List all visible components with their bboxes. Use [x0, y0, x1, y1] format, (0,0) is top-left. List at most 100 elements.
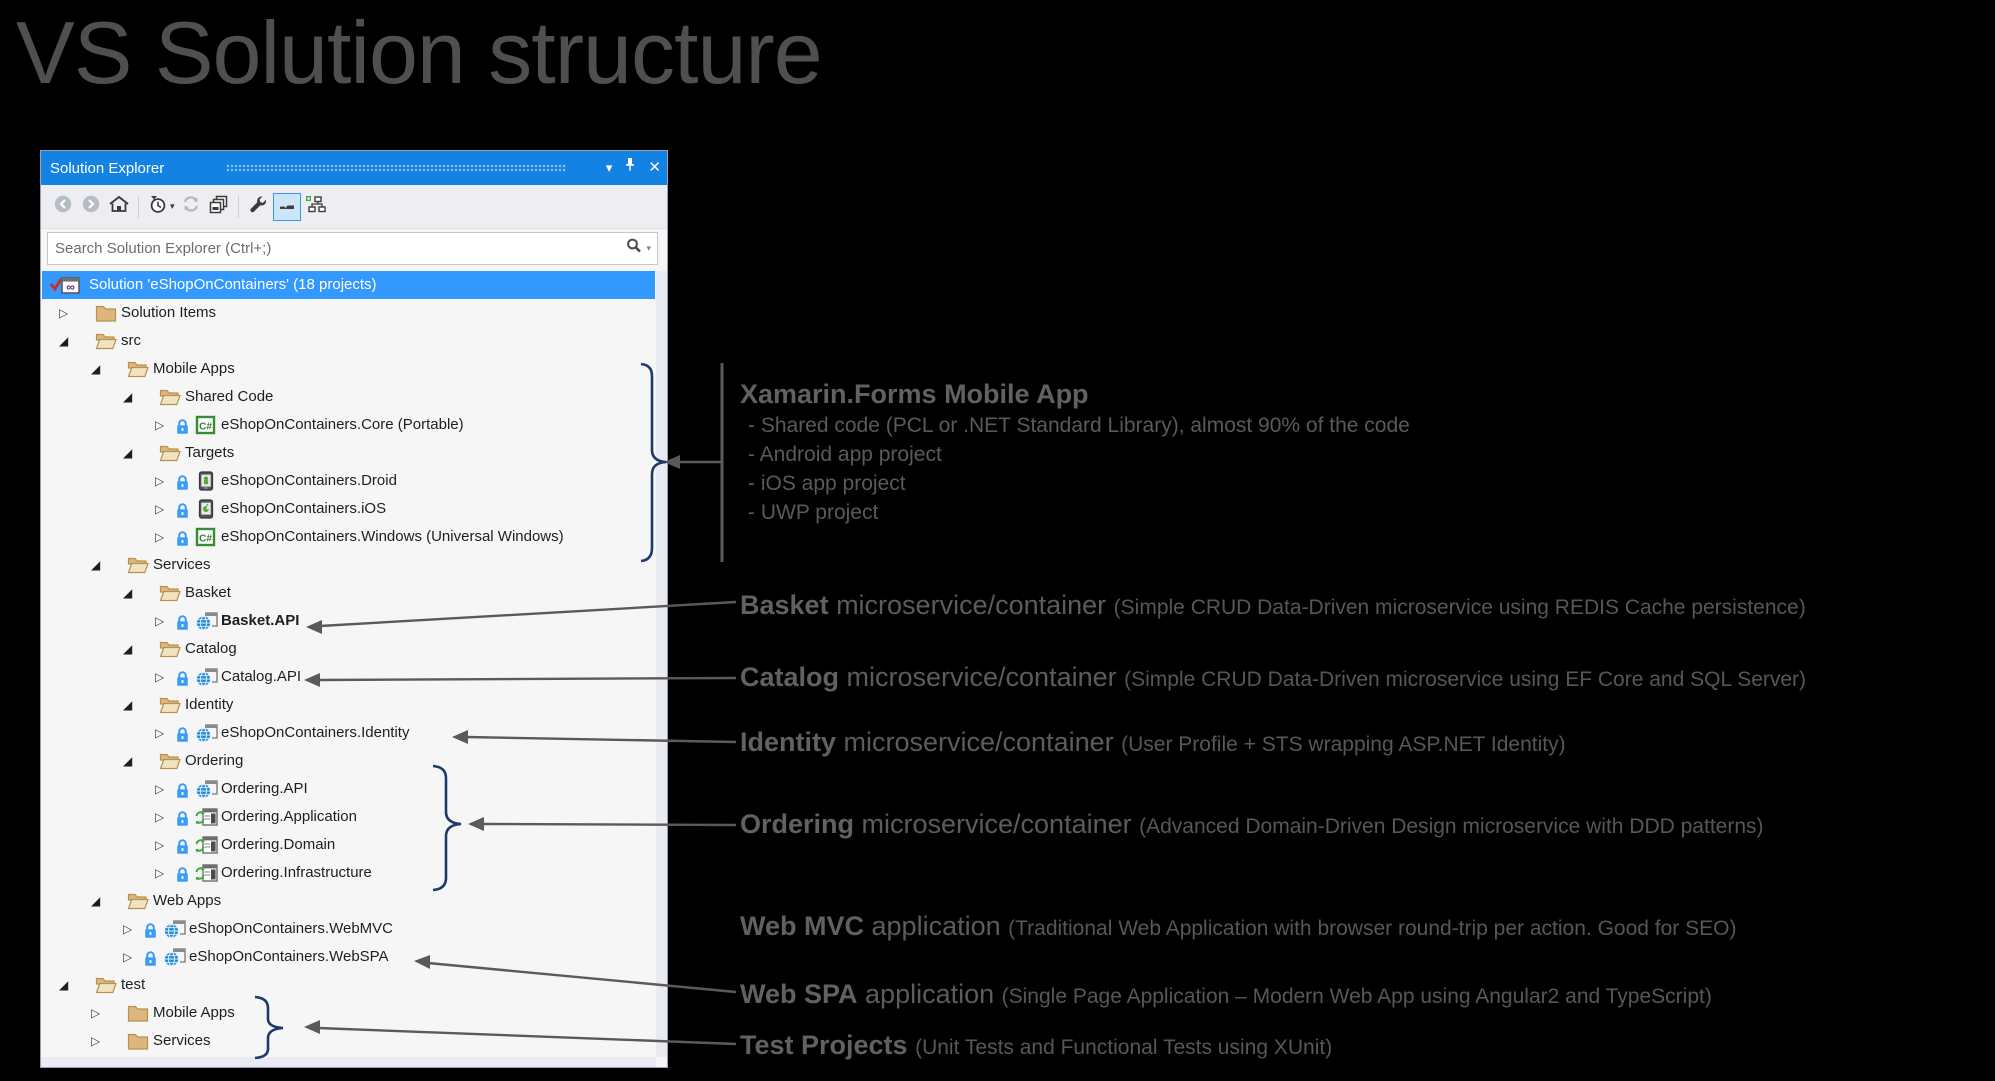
tree-item-eshoponcontainers-core-portable[interactable]: ▷C#eShopOnContainers.Core (Portable): [42, 411, 655, 439]
expander-expanded-icon[interactable]: ◢: [123, 754, 133, 768]
expander-collapsed-icon[interactable]: ▷: [155, 530, 165, 544]
close-icon[interactable]: ✕: [648, 159, 661, 176]
expander-expanded-icon[interactable]: ◢: [91, 362, 101, 376]
tree-item-shared-code[interactable]: ◢Shared Code: [42, 383, 655, 411]
expander-expanded-icon[interactable]: ◢: [123, 642, 133, 656]
panel-toolbar: ▾: [41, 185, 667, 229]
web-project-icon: [163, 947, 186, 967]
expander-collapsed-icon[interactable]: ▷: [123, 950, 133, 964]
tree-item-services[interactable]: ◢ Services: [42, 551, 655, 579]
expander-collapsed-icon[interactable]: ▷: [91, 1034, 101, 1048]
collapse-all-button[interactable]: [206, 194, 232, 220]
callout-small-text: (Single Page Application – Modern Web Ap…: [1001, 985, 1712, 1008]
annotation-xamarin-heading: Xamarin.Forms Mobile App: [740, 379, 1089, 409]
preview-selected-items-button[interactable]: [272, 192, 301, 221]
back-button[interactable]: [50, 194, 76, 220]
expander-collapsed-icon[interactable]: ▷: [91, 1006, 101, 1020]
expander-expanded-icon[interactable]: ◢: [59, 978, 69, 992]
callout-bold-text: Identity: [740, 727, 837, 757]
preview-selected-items-icon: [277, 194, 297, 219]
expander-collapsed-icon[interactable]: ▷: [155, 726, 165, 740]
pin-icon[interactable]: [624, 151, 636, 185]
expander-collapsed-icon[interactable]: ▷: [155, 670, 165, 684]
web-project-icon: [195, 723, 218, 743]
switch-views-caret-icon[interactable]: ▾: [170, 201, 175, 211]
expander-collapsed-icon[interactable]: ▷: [155, 782, 165, 796]
expander-collapsed-icon[interactable]: ▷: [59, 306, 69, 320]
tree-item-eshoponcontainers-ios[interactable]: ▷eShopOnContainers.iOS: [42, 495, 655, 523]
horizontal-scrollbar[interactable]: [41, 1057, 656, 1067]
panel-titlebar[interactable]: Solution Explorer ▾ ✕: [41, 151, 667, 185]
tree-item-ordering[interactable]: ◢ Ordering: [42, 747, 655, 775]
ios-project-icon: [195, 499, 217, 519]
window-position-caret-icon[interactable]: ▾: [605, 160, 613, 175]
tree-item-eshoponcontainers-webmvc[interactable]: ▷eShopOnContainers.WebMVC: [42, 915, 655, 943]
tree-item-targets[interactable]: ◢ Targets: [42, 439, 655, 467]
tree-item-src[interactable]: ◢ src: [42, 327, 655, 355]
forward-button[interactable]: [78, 194, 104, 220]
switch-views-button[interactable]: [145, 194, 171, 220]
folder-open-icon: [159, 751, 181, 771]
tree-item-ordering-application[interactable]: ▷Ordering.Application: [42, 803, 655, 831]
expander-expanded-icon[interactable]: ◢: [123, 446, 133, 460]
annotation-callout-web-mvc: Web MVC application (Traditional Web App…: [740, 909, 1736, 943]
expander-collapsed-icon[interactable]: ▷: [155, 866, 165, 880]
tree-item-solution-items[interactable]: ▷Solution Items: [42, 299, 655, 327]
tree-item-label: Services: [153, 556, 211, 573]
expander-expanded-icon[interactable]: ◢: [123, 390, 133, 404]
expander-collapsed-icon[interactable]: ▷: [155, 614, 165, 628]
expander-expanded-icon[interactable]: ◢: [91, 894, 101, 908]
tree-item-eshoponcontainers-droid[interactable]: ▷ eShopOnContainers.Droid: [42, 467, 655, 495]
expander-collapsed-icon[interactable]: ▷: [155, 502, 165, 516]
expander-collapsed-icon[interactable]: ▷: [155, 810, 165, 824]
tree-item-identity[interactable]: ◢Identity: [42, 691, 655, 719]
tree-item-catalog-api[interactable]: ▷Catalog.API: [42, 663, 655, 691]
tree-item-solution-eshoponcontainers-18-projects[interactable]: ∞Solution 'eShopOnContainers' (18 projec…: [42, 271, 655, 299]
tree-item-label: src: [121, 332, 141, 349]
tree-item-label: eShopOnContainers.Droid: [221, 472, 397, 489]
tree-item-test[interactable]: ◢test: [42, 971, 655, 999]
search-icon[interactable]: [625, 237, 643, 260]
lock-icon: [175, 669, 190, 686]
tree-item-mobile-apps[interactable]: ▷Mobile Apps: [42, 999, 655, 1027]
library-project-icon: [195, 835, 218, 855]
tree-item-eshoponcontainers-webspa[interactable]: ▷eShopOnContainers.WebSPA: [42, 943, 655, 971]
vertical-scrollbar[interactable]: [656, 271, 667, 1057]
tree-item-basket[interactable]: ◢Basket: [42, 579, 655, 607]
search-input[interactable]: Search Solution Explorer (Ctrl+;) ▾: [47, 232, 658, 265]
expander-collapsed-icon[interactable]: ▷: [155, 474, 165, 488]
tree-item-catalog[interactable]: ◢Catalog: [42, 635, 655, 663]
expander-collapsed-icon[interactable]: ▷: [123, 922, 133, 936]
expander-expanded-icon[interactable]: ◢: [123, 698, 133, 712]
tree-item-eshoponcontainers-identity[interactable]: ▷eShopOnContainers.Identity: [42, 719, 655, 747]
toolbar-separator: [237, 195, 239, 218]
expander-collapsed-icon[interactable]: ▷: [155, 418, 165, 432]
expander-expanded-icon[interactable]: ◢: [59, 334, 69, 348]
expander-expanded-icon[interactable]: ◢: [123, 586, 133, 600]
tree-item-ordering-domain[interactable]: ▷Ordering.Domain: [42, 831, 655, 859]
solution-icon: ∞: [49, 275, 91, 295]
tree-item-ordering-infrastructure[interactable]: ▷Ordering.Infrastructure: [42, 859, 655, 887]
svg-text:C#: C#: [199, 534, 212, 545]
home-button[interactable]: [106, 194, 132, 220]
toolbar-separator: [138, 195, 139, 218]
expander-collapsed-icon[interactable]: ▷: [155, 838, 165, 852]
tree-item-eshoponcontainers-windows-universal-windows[interactable]: ▷C#eShopOnContainers.Windows (Universal …: [42, 523, 655, 551]
search-options-caret-icon[interactable]: ▾: [646, 243, 651, 253]
callout-bold-text: Web SPA: [740, 979, 858, 1009]
tree-item-ordering-api[interactable]: ▷Ordering.API: [42, 775, 655, 803]
solution-explorer-panel: Solution Explorer ▾ ✕ ▾ Search Solution …: [40, 150, 668, 1068]
tree-item-basket-api[interactable]: ▷Basket.API: [42, 607, 655, 635]
properties-button[interactable]: [245, 194, 271, 220]
tree-item-services[interactable]: ▷Services: [42, 1027, 655, 1055]
create-class-diagram-button[interactable]: [303, 194, 329, 220]
annotation-xamarin-bullet: - Android app project: [748, 443, 942, 466]
tree-item-mobile-apps[interactable]: ◢Mobile Apps: [42, 355, 655, 383]
tree-item-label: Ordering: [185, 752, 244, 769]
tree-item-label: Targets: [185, 444, 235, 461]
callout-mid-text: microservice/container: [839, 662, 1125, 692]
sync-with-active-document-button[interactable]: [178, 194, 204, 220]
tree-item-web-apps[interactable]: ◢Web Apps: [42, 887, 655, 915]
callout-mid-text: microservice/container: [854, 809, 1140, 839]
expander-expanded-icon[interactable]: ◢: [91, 558, 101, 572]
